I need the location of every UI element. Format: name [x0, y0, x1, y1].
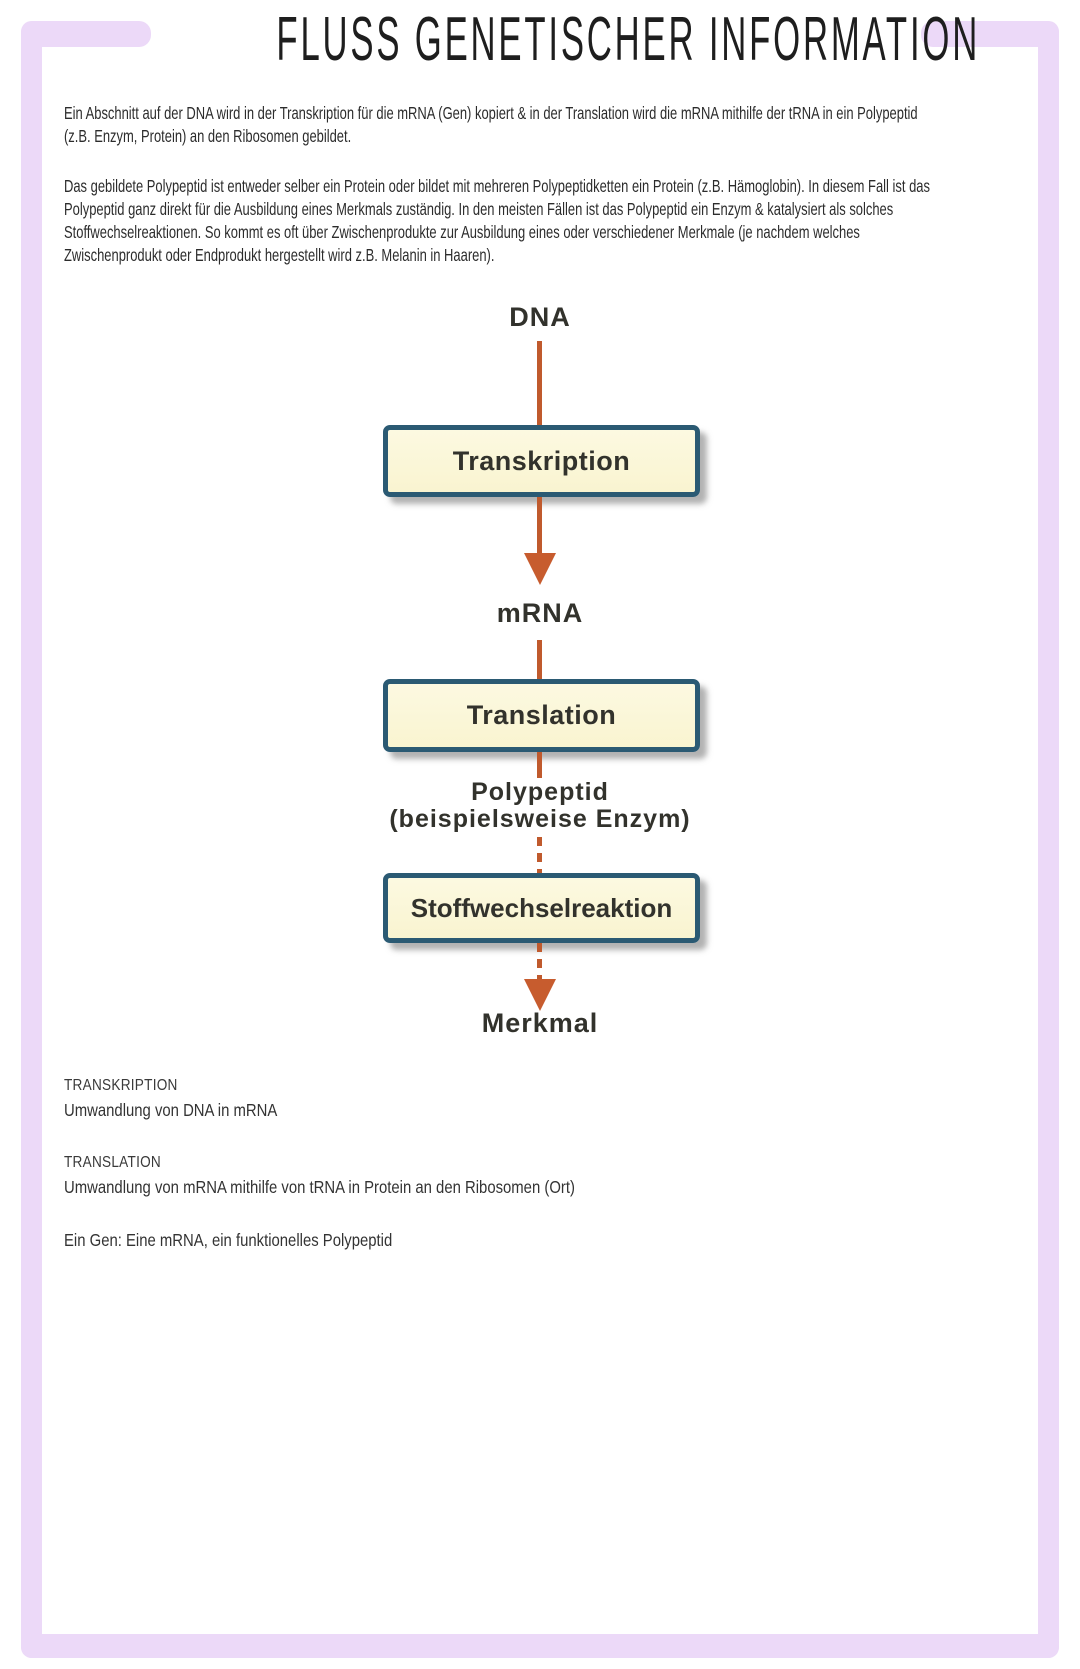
- merkmal-label: Merkmal: [481, 1008, 599, 1038]
- transcription-box-label: Transkription: [452, 445, 631, 476]
- translation-term: TRANSLATION: [64, 1154, 162, 1171]
- frame-bottom-bar: [21, 1634, 1059, 1658]
- connector-dna-to-transcription: [537, 341, 542, 425]
- page-title: FLUSS GENETISCHER INFORMATION: [276, 5, 981, 74]
- connector-polypeptid-to-metabolic: [537, 837, 542, 874]
- title-row: FLUSS GENETISCHER INFORMATION: [0, 4, 1080, 75]
- mrna-label: mRNA: [496, 598, 584, 628]
- frame-top-right-arm: [921, 21, 1059, 47]
- frame-left-bar: [21, 21, 42, 1658]
- metabolic-reaction-box-label: Stoffwechselreaktion: [410, 892, 673, 923]
- flow-diagram: DNA Transkription mRNA Translation Polyp…: [0, 302, 1080, 1038]
- transcription-definition: Umwandlung von DNA in mRNA: [64, 1100, 278, 1120]
- arrowhead-to-mrna-icon: [524, 553, 556, 585]
- translation-definition: Umwandlung von mRNA mithilfe von tRNA in…: [64, 1177, 575, 1197]
- frame-right-bar: [1038, 21, 1059, 1658]
- translation-box: Translation: [383, 679, 700, 752]
- polypeptid-label: Polypeptid (beispielsweise Enzym): [0, 779, 1080, 833]
- connector-transcription-to-mrna: [537, 497, 542, 555]
- metabolic-reaction-box: Stoffwechselreaktion: [383, 873, 700, 943]
- translation-box-label: Translation: [466, 700, 617, 730]
- definitions-section: TRANSKRIPTION Umwandlung von DNA in mRNA…: [64, 1074, 914, 1252]
- gene-note: Ein Gen: Eine mRNA, ein funktionelles Po…: [64, 1230, 393, 1250]
- arrowhead-to-merkmal-icon: [524, 979, 556, 1011]
- connector-metabolic-to-merkmal: [537, 943, 542, 983]
- intro-section: Ein Abschnitt auf der DNA wird in der Tr…: [64, 102, 941, 267]
- polypeptid-label-line1: Polypeptid: [471, 778, 609, 806]
- dna-label: DNA: [509, 302, 571, 332]
- connector-mrna-to-translation: [537, 640, 542, 680]
- intro-paragraph-1: Ein Abschnitt auf der DNA wird in der Tr…: [64, 103, 918, 146]
- polypeptid-label-line2: (beispielsweise Enzym): [389, 805, 691, 833]
- connector-translation-to-polypeptid: [537, 752, 542, 778]
- transcription-term: TRANSKRIPTION: [64, 1077, 178, 1094]
- frame-top-left-arm: [21, 21, 151, 47]
- transcription-box: Transkription: [383, 425, 700, 497]
- intro-paragraph-2: Das gebildete Polypeptid ist entweder se…: [64, 176, 930, 265]
